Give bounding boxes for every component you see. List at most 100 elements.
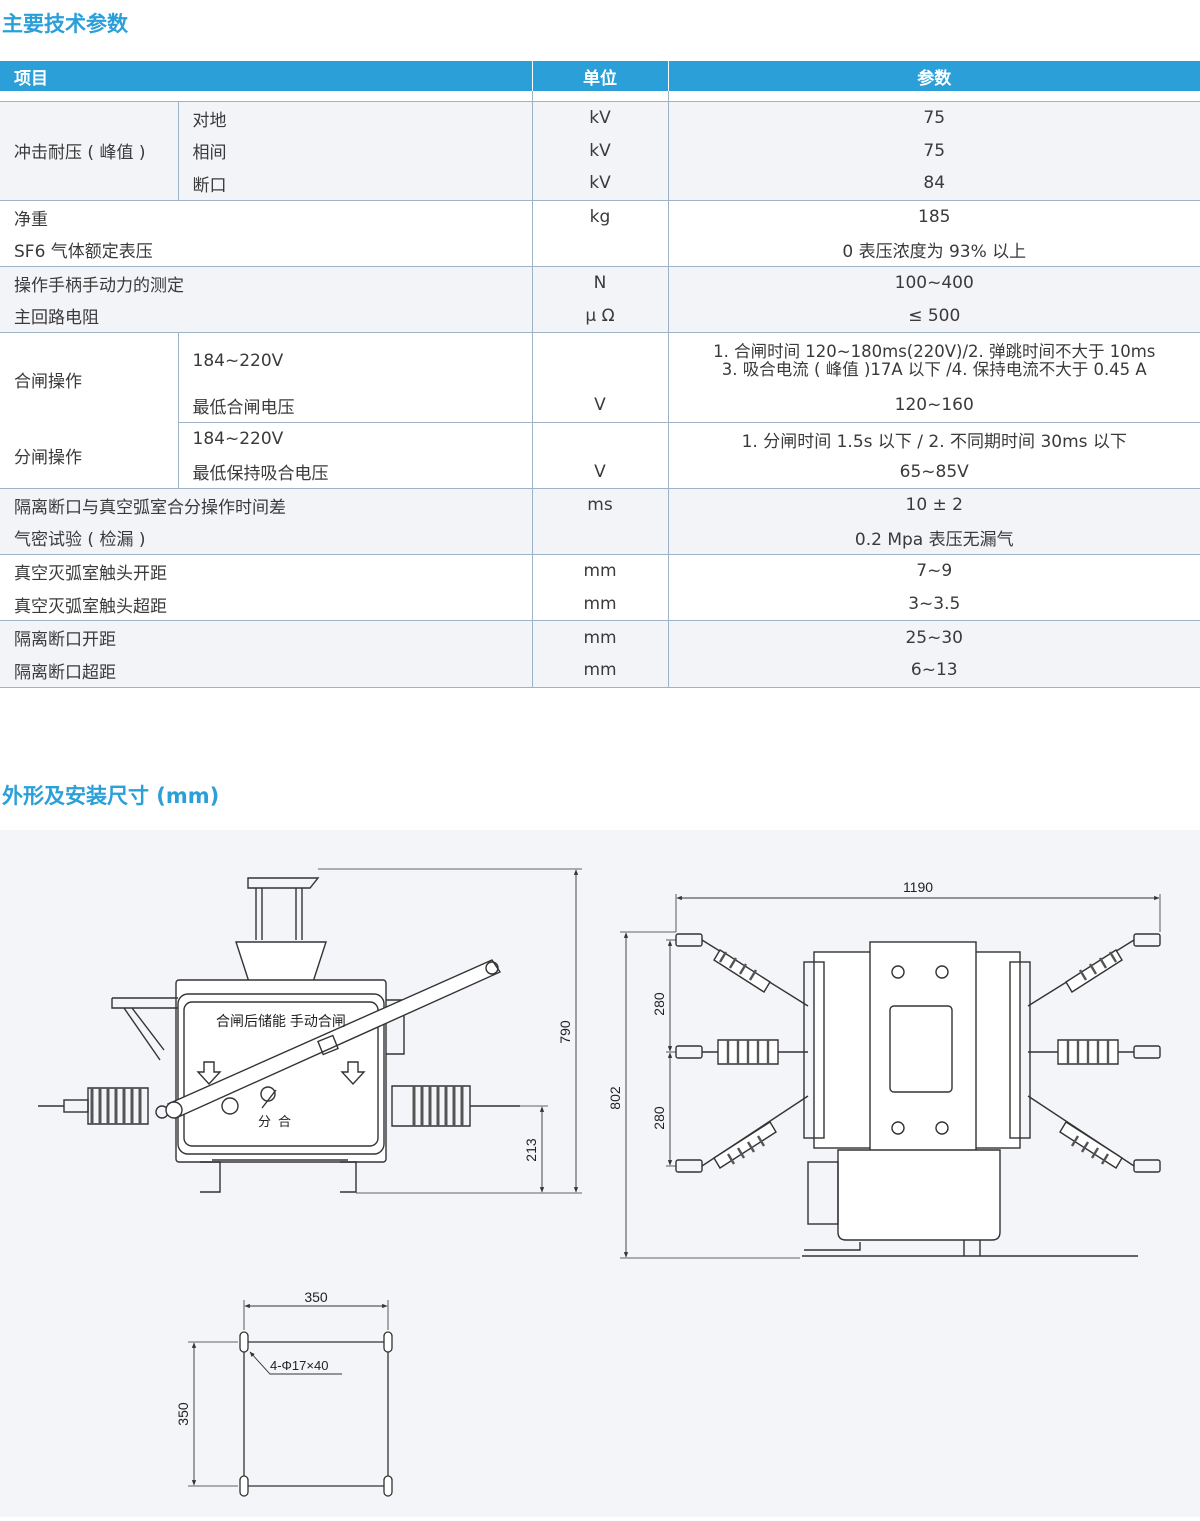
row-value: 25~30 (668, 621, 1200, 654)
row-unit: V (532, 389, 668, 422)
open-mark-label: 分 (258, 1114, 271, 1129)
table-row: 净重 kg 185 (0, 200, 1200, 233)
row-group-timediff: 隔离断口与真空弧室合分操作时间差 ms 10 ± 2 气密试验 ( 检漏 ) 0… (0, 488, 1200, 554)
row-value: 65~85V (668, 455, 1200, 488)
col-header-value: 参数 (668, 61, 1200, 91)
table-row: 最低合闸电压 V 120~160 (0, 389, 1200, 422)
table-row: 气密试验 ( 检漏 ) 0.2 Mpa 表压无漏气 (0, 522, 1200, 555)
table-row: 合闸操作 184~220V 1. 合闸时间 120~180ms(220V)/2.… (0, 333, 1200, 390)
row-value: 10 ± 2 (668, 488, 1200, 521)
row-value-line: 1. 合闸时间 120~180ms(220V)/2. 弹跳时间不大于 10ms (669, 343, 1200, 361)
row-label: 分闸操作 (0, 422, 178, 488)
table-row: 隔离断口超距 mm 6~13 (0, 654, 1200, 687)
table-row: 真空灭弧室触头超距 mm 3~3.5 (0, 588, 1200, 621)
row-value-line: 3. 吸合电流 ( 峰值 )17A 以下 /4. 保持电流不大于 0.45 A (669, 361, 1200, 379)
row-unit: mm (532, 621, 668, 654)
row-label: 隔离断口开距 (0, 621, 532, 654)
table-row: 分闸操作 184~220V 1. 分闸时间 1.5s 以下 / 2. 不同期时间… (0, 422, 1200, 455)
front-panel-text: 合闸后储能 手动合闸 (216, 1013, 346, 1029)
dim-width-1190: 1190 (903, 879, 933, 895)
row-value: ≤ 500 (668, 300, 1200, 333)
row-label: 主回路电阻 (0, 300, 532, 333)
params-section-title: 主要技术参数 (2, 8, 128, 38)
row-unit (532, 422, 668, 455)
row-unit: mm (532, 654, 668, 687)
row-value: 0 表压浓度为 93% 以上 (668, 233, 1200, 266)
table-row: 最低保持吸合电压 V 65~85V (0, 455, 1200, 488)
row-value: 120~160 (668, 389, 1200, 422)
row-unit: V (532, 455, 668, 488)
row-value: 185 (668, 200, 1200, 233)
row-group-isolator: 隔离断口开距 mm 25~30 隔离断口超距 mm 6~13 (0, 621, 1200, 687)
row-value: 100~400 (668, 266, 1200, 299)
hole-spec-label: 4-Φ17×40 (270, 1358, 328, 1373)
col-header-item: 项目 (0, 61, 532, 91)
row-group-impulse: 冲击耐压 ( 峰值 ) 对地 kV 75 相间 kV 75 断口 kV 84 (0, 102, 1200, 201)
row-unit (532, 333, 668, 390)
table-row: 断口 kV 84 (0, 167, 1200, 200)
row-group-closing: 合闸操作 184~220V 1. 合闸时间 120~180ms(220V)/2.… (0, 333, 1200, 423)
row-label: SF6 气体额定表压 (0, 233, 532, 266)
row-label: 合闸操作 (0, 333, 178, 423)
row-value: 3~3.5 (668, 588, 1200, 621)
row-label: 操作手柄手动力的测定 (0, 266, 532, 299)
row-value: 7~9 (668, 555, 1200, 588)
spec-table: 项目 单位 参数 冲击耐压 ( 峰值 ) 对地 kV 75 相间 kV 75 断… (0, 61, 1200, 688)
top-view-drawing (620, 894, 1160, 1258)
dim-height-790: 790 (557, 1020, 573, 1044)
row-sublabel: 断口 (178, 167, 532, 200)
row-value-multiline: 1. 合闸时间 120~180ms(220V)/2. 弹跳时间不大于 10ms … (668, 333, 1200, 390)
row-unit: ms (532, 488, 668, 521)
table-row: 隔离断口开距 mm 25~30 (0, 621, 1200, 654)
row-sublabel: 最低合闸电压 (178, 389, 532, 422)
dimension-drawings: 合闸后储能 手动合闸 分 合 790 213 (0, 830, 1200, 1517)
row-sublabel: 最低保持吸合电压 (178, 455, 532, 488)
row-group-opening: 分闸操作 184~220V 1. 分闸时间 1.5s 以下 / 2. 不同期时间… (0, 422, 1200, 488)
dims-section-title: 外形及安装尺寸 (mm) (2, 780, 219, 810)
dim-mount-height: 350 (175, 1402, 191, 1426)
row-group-weight: 净重 kg 185 SF6 气体额定表压 0 表压浓度为 93% 以上 (0, 200, 1200, 266)
drawing-area: 合闸后储能 手动合闸 分 合 790 213 (0, 830, 1200, 1517)
row-unit: kV (532, 102, 668, 135)
dim-pitch-280-upper: 280 (651, 992, 667, 1016)
row-unit: N (532, 266, 668, 299)
row-value: 75 (668, 102, 1200, 135)
front-view-drawing (38, 830, 582, 1193)
row-label: 隔离断口超距 (0, 654, 532, 687)
mounting-plan-drawing (188, 1300, 392, 1496)
row-value: 84 (668, 167, 1200, 200)
table-row: 冲击耐压 ( 峰值 ) 对地 kV 75 (0, 102, 1200, 135)
row-unit: mm (532, 555, 668, 588)
dim-pitch-280-lower: 280 (651, 1106, 667, 1130)
row-sublabel: 184~220V (178, 422, 532, 455)
row-value: 6~13 (668, 654, 1200, 687)
row-unit: mm (532, 588, 668, 621)
row-unit (532, 233, 668, 266)
row-unit (532, 522, 668, 555)
row-sublabel: 184~220V (178, 333, 532, 390)
row-unit: kg (532, 200, 668, 233)
row-sublabel: 相间 (178, 135, 532, 168)
table-row: 主回路电阻 μ Ω ≤ 500 (0, 300, 1200, 333)
close-mark-label: 合 (278, 1114, 291, 1129)
row-unit: kV (532, 167, 668, 200)
table-row: SF6 气体额定表压 0 表压浓度为 93% 以上 (0, 233, 1200, 266)
row-value: 1. 分闸时间 1.5s 以下 / 2. 不同期时间 30ms 以下 (668, 422, 1200, 455)
row-sublabel: 对地 (178, 102, 532, 135)
table-header-row: 项目 单位 参数 (0, 61, 1200, 91)
dim-height-802: 802 (607, 1086, 623, 1110)
row-value: 75 (668, 135, 1200, 168)
row-value: 0.2 Mpa 表压无漏气 (668, 522, 1200, 555)
row-label: 净重 (0, 200, 532, 233)
dim-mount-width: 350 (304, 1289, 328, 1305)
row-group-vacuum: 真空灭弧室触头开距 mm 7~9 真空灭弧室触头超距 mm 3~3.5 (0, 555, 1200, 621)
row-unit: kV (532, 135, 668, 168)
table-row: 真空灭弧室触头开距 mm 7~9 (0, 555, 1200, 588)
row-label: 真空灭弧室触头超距 (0, 588, 532, 621)
row-unit: μ Ω (532, 300, 668, 333)
row-label: 冲击耐压 ( 峰值 ) (0, 102, 178, 201)
row-label: 真空灭弧室触头开距 (0, 555, 532, 588)
col-header-unit: 单位 (532, 61, 668, 91)
row-label: 气密试验 ( 检漏 ) (0, 522, 532, 555)
table-row: 隔离断口与真空弧室合分操作时间差 ms 10 ± 2 (0, 488, 1200, 521)
